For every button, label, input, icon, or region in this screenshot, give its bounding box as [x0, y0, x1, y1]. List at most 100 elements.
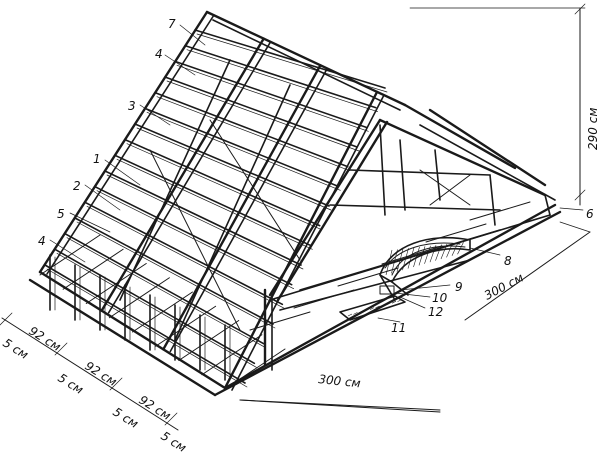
hatch-line: [424, 245, 431, 264]
hatch-line: [446, 243, 453, 258]
ridge-beams: [205, 10, 556, 201]
joist: [249, 311, 311, 331]
batten: [124, 138, 321, 227]
spacing-label-2: 92 см: [82, 359, 119, 389]
joist: [337, 267, 399, 287]
batten: [94, 185, 293, 286]
hatch-line: [396, 248, 404, 272]
brace: [119, 59, 231, 301]
batten-edge: [196, 33, 388, 93]
callout-10: 10: [432, 291, 448, 305]
spacing-label-1: 92 см: [26, 324, 63, 354]
callout-11: 11: [391, 321, 406, 335]
plank-hatch-line: [358, 310, 364, 314]
dimension-labels: 290 см 300 см 300 см 92 см 92 см 92 см 5…: [0, 108, 600, 452]
hatch-line: [413, 246, 420, 268]
callout-6: 6: [586, 207, 594, 221]
plank-hatch-line: [347, 313, 353, 317]
batten-edge: [166, 80, 360, 152]
plank-hatch-line: [386, 302, 391, 306]
batten-edge: [86, 205, 285, 309]
hatch-line: [385, 249, 393, 276]
joist: [293, 289, 355, 309]
batten: [174, 60, 368, 129]
callout-7: 7: [168, 17, 176, 31]
hatch-line: [418, 246, 426, 266]
hatch-line: [440, 243, 448, 260]
batten-edge: [176, 64, 369, 132]
callout-3: 3: [128, 99, 136, 113]
batten: [84, 201, 284, 306]
rafter-edge: [46, 14, 215, 275]
callout-labels: 7 4 3 1 2 5 4 6 8 9 10 11 12: [38, 17, 594, 335]
plank-hatch-line: [353, 312, 358, 315]
gap-label-3: 5 см: [110, 405, 140, 431]
batten: [194, 29, 386, 89]
callout-8: 8: [504, 254, 512, 268]
batten-edge: [156, 96, 351, 172]
posts: [49, 254, 273, 381]
gap-label-1: 5 см: [0, 336, 30, 362]
batten: [114, 154, 312, 247]
joist: [425, 223, 487, 243]
callout-2: 2: [73, 179, 81, 193]
batten-edge: [106, 174, 304, 270]
hatch-line: [451, 242, 459, 256]
callout-5: 5: [57, 207, 65, 221]
gable-end: [268, 118, 551, 302]
batten: [134, 123, 330, 207]
batten-edge: [56, 252, 257, 368]
hatch-line: [429, 245, 437, 263]
batten-edge: [126, 143, 323, 231]
batten-edge: [186, 49, 379, 113]
callout-9: 9: [455, 280, 463, 294]
callout-leaders: [49, 24, 584, 323]
joist: [62, 248, 124, 290]
joist: [201, 334, 263, 376]
batten-edge: [116, 158, 313, 250]
batten: [144, 107, 340, 188]
batten-edge: [146, 111, 341, 191]
callout-4-top: 4: [155, 47, 163, 61]
joist: [469, 201, 531, 221]
plank-hatch-line: [369, 307, 375, 310]
plank-hatch-line: [397, 299, 402, 302]
opening-hatch: [385, 242, 464, 276]
batten: [184, 44, 377, 109]
dimension-lines: [0, 3, 591, 431]
rafter-edge: [169, 67, 329, 353]
batten-edge: [66, 237, 267, 349]
joist: [39, 234, 101, 276]
base-frame: [28, 203, 562, 397]
callout-12: 12: [428, 305, 443, 319]
batten-edge: [76, 221, 276, 329]
plank-hatch-line: [380, 304, 386, 307]
rafter: [38, 10, 209, 274]
hatch-line: [402, 248, 409, 271]
gap-label-2: 5 см: [55, 371, 85, 397]
callout-1: 1: [93, 152, 101, 166]
joist: [178, 320, 240, 361]
joist: [108, 277, 170, 319]
gap-label-4: 5 см: [158, 429, 188, 452]
hatch-line: [457, 242, 464, 255]
batten: [154, 91, 349, 168]
battens: [44, 29, 388, 388]
plank-hatch-line: [364, 308, 369, 312]
joist: [132, 291, 193, 333]
rafter: [223, 90, 379, 390]
hatch-line: [391, 249, 398, 274]
hatch-line: [407, 247, 415, 269]
batten-edge: [96, 190, 295, 290]
plank-hatch: [347, 299, 402, 317]
batten: [164, 76, 358, 148]
batten: [104, 170, 302, 266]
joist: [85, 263, 147, 304]
spacing-label-3: 92 см: [136, 393, 173, 423]
rafter: [100, 37, 265, 312]
plank-hatch-line: [391, 300, 397, 304]
plank-hatch-line: [375, 305, 380, 309]
right-length-label: 300 см: [482, 270, 526, 302]
height-label: 290 см: [586, 108, 600, 150]
